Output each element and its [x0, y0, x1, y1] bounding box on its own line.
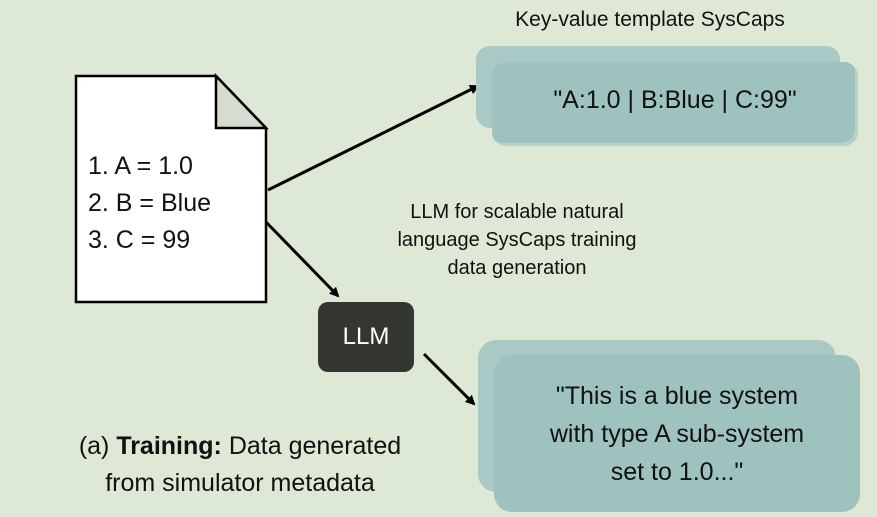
nl-line: "This is a blue system	[555, 382, 799, 410]
document-line: 2. B = Blue	[88, 189, 211, 217]
caption-prefix: (a)	[78, 432, 117, 460]
caption-line-1: (a) Training: Data generated	[30, 428, 450, 465]
document-line: 1. A = 1.0	[88, 152, 193, 180]
caption-line-2: from simulator metadata	[105, 469, 375, 497]
llm-note-line: data generation	[447, 257, 587, 279]
document-line: 3. C = 99	[88, 226, 191, 254]
kv-template-title: Key-value template SysCaps	[515, 8, 785, 31]
figure-caption: (a) Training: Data generated from simula…	[30, 428, 450, 502]
nl-line: set to 1.0..."	[610, 458, 744, 486]
arrow-to-llm	[264, 220, 340, 298]
llm-box: LLM	[318, 302, 414, 372]
nl-line: with type A sub-system	[549, 420, 805, 448]
llm-note-line: language SysCaps training	[397, 229, 637, 251]
nl-card	[494, 355, 860, 512]
arrow-to-kv-template	[267, 84, 480, 192]
kv-example-text: "A:1.0 | B:Blue | C:99"	[553, 86, 797, 114]
caption-rest: Data generated	[221, 432, 402, 460]
llm-note-line: LLM for scalable natural	[410, 201, 624, 223]
llm-label: LLM	[342, 323, 390, 350]
arrow-to-natural-language	[422, 352, 476, 406]
caption-bold: Training:	[116, 432, 222, 460]
nl-example-text: "This is a blue system with type A sub-s…	[494, 377, 860, 491]
llm-note: LLM for scalable natural language SysCap…	[352, 198, 682, 282]
document-content: 1. A = 1.0 2. B = Blue 3. C = 99	[88, 148, 211, 259]
metadata-document-icon	[74, 72, 269, 304]
kv-card	[492, 62, 858, 146]
